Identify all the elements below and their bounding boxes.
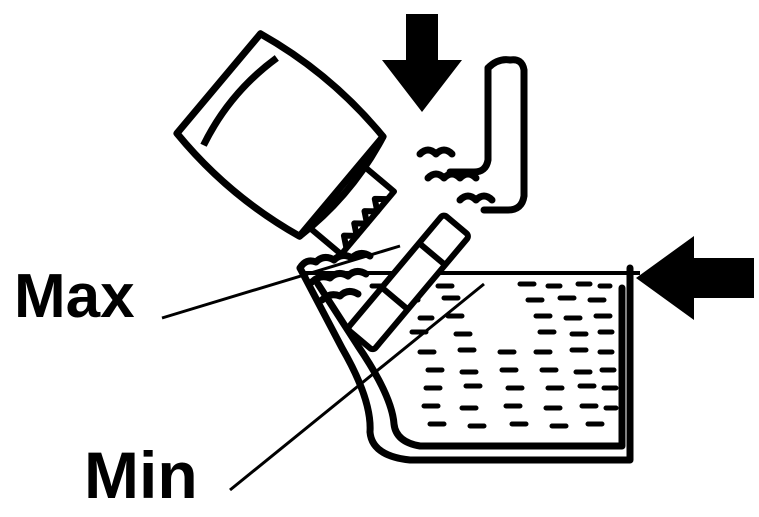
arrow-down-icon: [382, 14, 462, 112]
reservoir: [296, 249, 634, 464]
dipstick-rod: [345, 212, 471, 353]
min-pointer-line: [229, 282, 485, 492]
arrow-left-icon: [636, 236, 754, 320]
min-label: Min: [84, 438, 198, 512]
dipstick-cap: [173, 30, 387, 240]
max-pointer-line: [161, 244, 401, 320]
max-label: Max: [14, 262, 135, 331]
liquid-fill: [369, 281, 619, 429]
filler-pipe: [416, 56, 528, 214]
